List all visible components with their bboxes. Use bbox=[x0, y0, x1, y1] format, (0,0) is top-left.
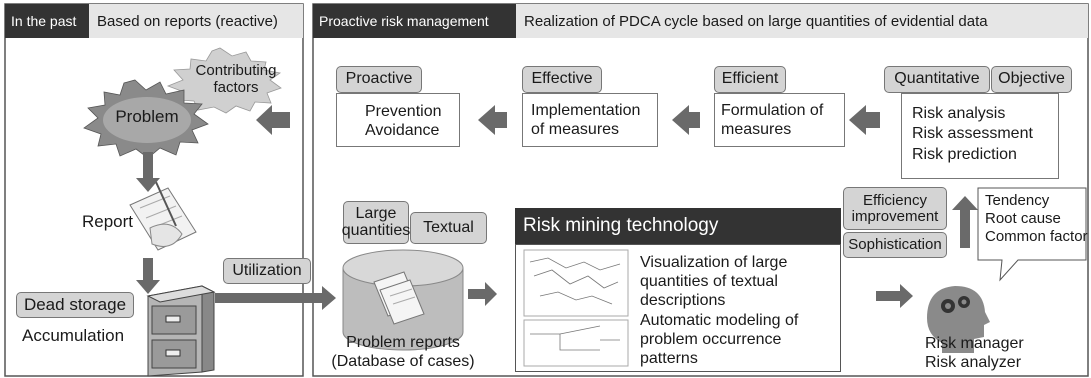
problem-starburst-center bbox=[103, 97, 191, 143]
risk-manager-caption: Risk manager Risk analyzer bbox=[925, 334, 1024, 372]
risk-assessment-line: Risk assessment bbox=[912, 125, 1033, 143]
accumulation-label: Accumulation bbox=[22, 326, 125, 345]
modeling-line-1: Automatic modeling of bbox=[640, 312, 799, 329]
database-illustration bbox=[342, 249, 464, 351]
arrow-mining-to-manager bbox=[876, 284, 913, 308]
visualization-line-3: descriptions bbox=[640, 291, 726, 309]
common-factor-line: Common factor bbox=[985, 228, 1088, 245]
efficient-tag: Efficient bbox=[714, 66, 786, 93]
root-cause-line: Root cause bbox=[985, 210, 1061, 227]
contributing-factors-label: Contributing factors bbox=[186, 62, 286, 96]
speech-bubble-text: Tendency Root cause Common factor bbox=[985, 192, 1088, 246]
left-header-light: Based on reports (reactive) bbox=[89, 4, 303, 38]
modeling-line-3: patterns bbox=[640, 349, 698, 367]
risk-analyzer-line: Risk analyzer bbox=[925, 354, 1022, 372]
arrow-report-to-storage bbox=[136, 258, 160, 294]
visualization-line-1: Visualization of large bbox=[640, 254, 788, 271]
efficiency-improvement-tag: Efficiency improvement bbox=[843, 187, 947, 230]
risk-mining-title: Risk mining technology bbox=[515, 208, 841, 244]
arrow-formulation-to-implementation bbox=[672, 105, 700, 135]
visualization-line-2: quantities of textual bbox=[640, 272, 778, 290]
problem-reports-caption: Problem reports (Database of cases) bbox=[323, 334, 483, 372]
visualization-thumbnail bbox=[523, 249, 629, 317]
modeling-text: Automatic modeling of problem occurrence… bbox=[640, 312, 798, 369]
risk-analysis-line: Risk analysis bbox=[912, 105, 1006, 122]
modeling-thumbnail bbox=[523, 319, 629, 367]
risk-analysis-box: Risk analysis Risk assessment Risk predi… bbox=[901, 93, 1059, 179]
efficiency-line: Efficiency bbox=[863, 191, 927, 209]
objective-tag: Objective bbox=[991, 66, 1072, 93]
left-header-dark: In the past bbox=[5, 4, 89, 38]
implementation-line-2: of measures bbox=[531, 121, 620, 139]
arrow-utilization-to-database bbox=[215, 286, 336, 310]
problem-label: Problem bbox=[115, 107, 179, 126]
risk-mining-body bbox=[515, 244, 841, 372]
contributing-factors-line-1: Contributing bbox=[195, 62, 277, 79]
report-label: Report bbox=[82, 212, 134, 231]
problem-reports-line-1: Problem reports bbox=[346, 334, 460, 351]
visualization-text: Visualization of large quantities of tex… bbox=[640, 254, 787, 311]
risk-prediction-line: Risk prediction bbox=[912, 145, 1017, 163]
arrow-database-to-mining bbox=[468, 282, 497, 306]
risk-manager-line: Risk manager bbox=[925, 335, 1024, 352]
large-line: Large bbox=[355, 204, 397, 222]
implementation-line-1: Implementation bbox=[531, 102, 641, 119]
implementation-box: Implementation of measures bbox=[522, 93, 658, 147]
textual-tag: Textual bbox=[410, 212, 487, 244]
effective-tag: Effective bbox=[522, 66, 602, 93]
arrow-implementation-to-prevention bbox=[478, 105, 507, 135]
quantitative-tag: Quantitative bbox=[884, 66, 990, 93]
filing-cabinet-illustration bbox=[146, 285, 216, 377]
arrow-prevention-to-problem bbox=[256, 105, 290, 135]
arrow-risk-to-formulation bbox=[849, 105, 880, 135]
right-header-light: Realization of PDCA cycle based on large… bbox=[516, 4, 1088, 38]
utilization-tag: Utilization bbox=[223, 258, 311, 284]
modeling-line-2: problem occurrence bbox=[640, 330, 782, 348]
prevention-line: Prevention bbox=[365, 103, 442, 120]
arrow-problem-to-report bbox=[136, 152, 160, 192]
formulation-line-1: Formulation of bbox=[721, 102, 824, 119]
prevention-box: Prevention Avoidance bbox=[336, 93, 460, 147]
quantities-line: quantities bbox=[341, 221, 411, 239]
sophistication-tag: Sophistication bbox=[843, 232, 947, 258]
improvement-line: improvement bbox=[851, 207, 939, 225]
right-header-dark: Proactive risk management bbox=[313, 4, 516, 38]
large-quantities-tag: Large quantities bbox=[341, 201, 411, 244]
report-illustration bbox=[129, 181, 197, 251]
dead-storage-tag: Dead storage bbox=[16, 292, 134, 318]
problem-reports-line-2: (Database of cases) bbox=[331, 352, 475, 370]
speech-bubble bbox=[977, 187, 1087, 282]
formulation-line-2: measures bbox=[721, 121, 792, 139]
contributing-factors-line-2: factors bbox=[213, 78, 259, 96]
formulation-box: Formulation of measures bbox=[714, 93, 845, 147]
arrow-up-to-risk-analysis bbox=[952, 196, 978, 248]
tendency-line: Tendency bbox=[985, 192, 1050, 209]
proactive-tag: Proactive bbox=[336, 66, 422, 93]
risk-manager-head-illustration bbox=[927, 286, 990, 353]
avoidance-line: Avoidance bbox=[365, 122, 440, 140]
contributing-factors-starburst bbox=[166, 47, 282, 114]
